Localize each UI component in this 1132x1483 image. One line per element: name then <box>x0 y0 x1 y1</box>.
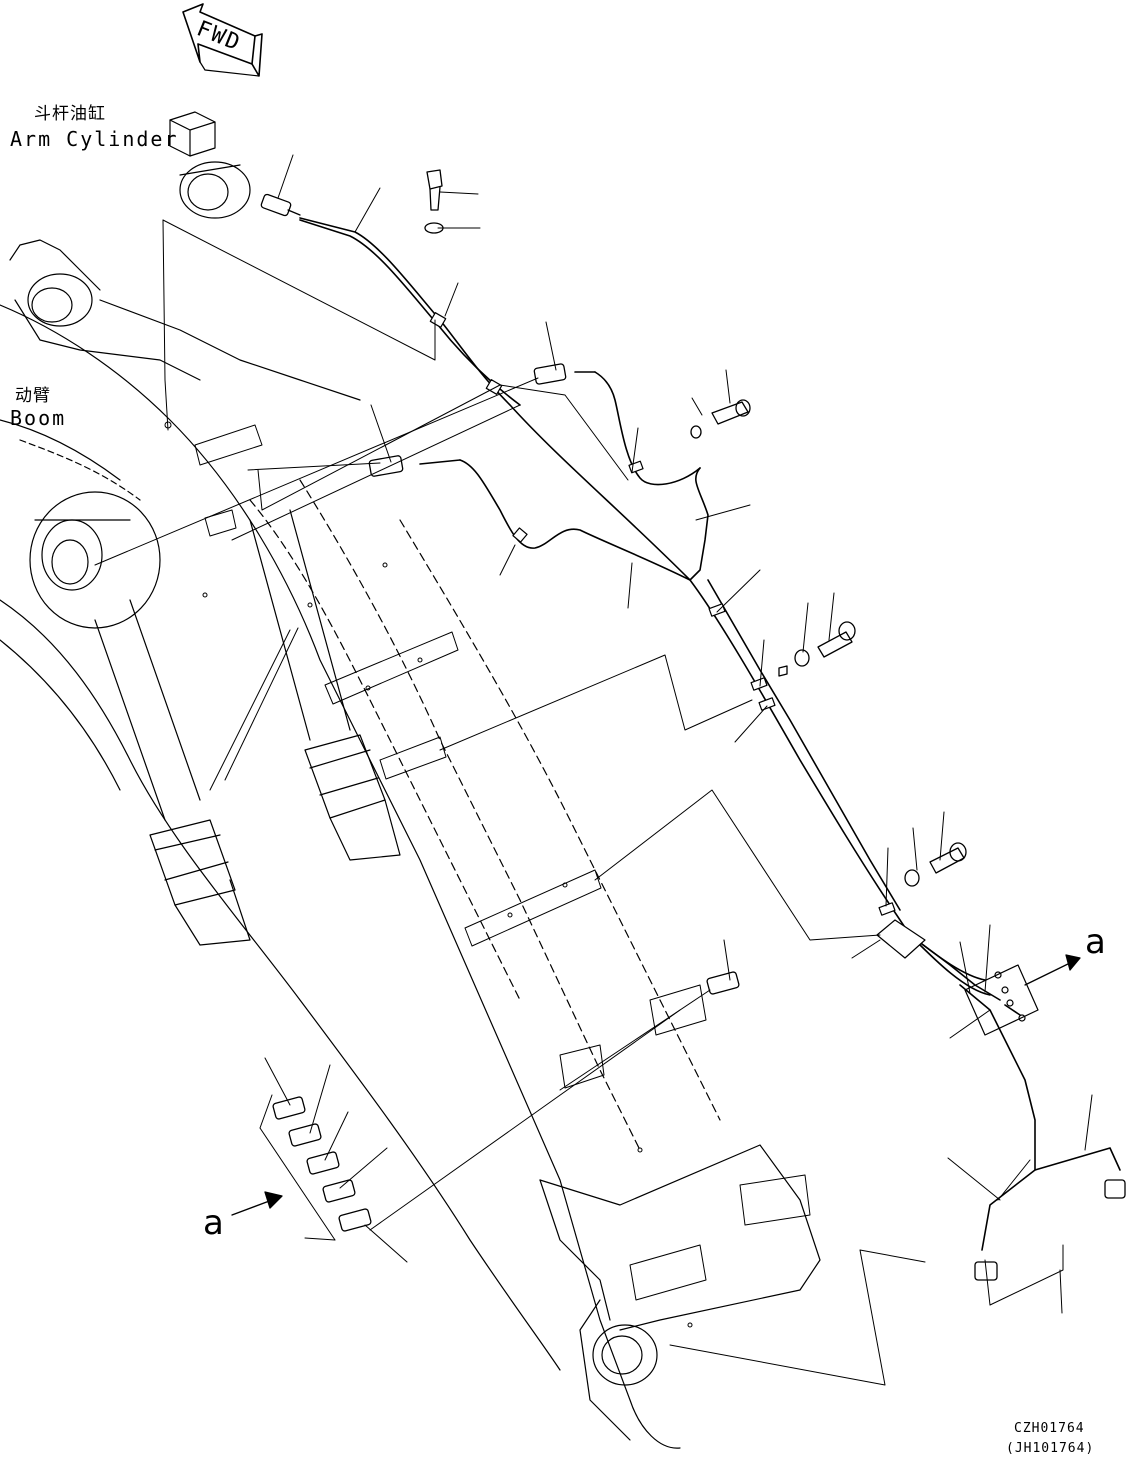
bolt-lower-right <box>905 843 966 886</box>
relation-lines <box>95 220 1063 1385</box>
sensor-group-left <box>272 1096 371 1231</box>
sensor-arm-side <box>706 971 739 994</box>
bolt-upper-right <box>691 400 750 438</box>
junction-block <box>965 965 1038 1035</box>
arm-cylinder-body <box>250 510 400 860</box>
bolts-washers <box>425 170 966 886</box>
arm-cylinder-pin <box>170 112 250 218</box>
boom-body <box>0 240 820 1448</box>
sensor-bottom-right <box>975 1180 1125 1280</box>
bolt-middle-right <box>779 622 855 676</box>
drawing-alt-code: (JH101764) <box>1006 1441 1095 1456</box>
leader-lines <box>265 155 1092 1313</box>
arm-cylinder-label-cn: 斗杆油缸 <box>34 104 106 124</box>
sensor-mid-lower <box>369 455 403 476</box>
wire-harness <box>300 218 1120 1250</box>
callout-a-left: a <box>203 1203 224 1243</box>
fwd-arrow-icon <box>183 4 262 76</box>
bolt-top <box>425 170 443 233</box>
boom-label-cn: 动臂 <box>15 386 51 406</box>
clamp-brackets <box>165 422 810 1327</box>
callout-a-right: a <box>1085 922 1106 962</box>
arm-end-pin <box>580 1300 657 1440</box>
boom-cylinder <box>95 600 250 945</box>
sensor-mid-upper <box>534 364 566 385</box>
sensor-arm-top <box>260 194 300 217</box>
pressure-sensors <box>260 194 1125 1280</box>
boom-foot-pin <box>28 274 160 628</box>
drawing-code: CZH01764 <box>1014 1421 1085 1436</box>
callout-arrows <box>232 955 1080 1215</box>
harness-clips <box>430 313 925 958</box>
boom-label-en: Boom <box>10 406 67 430</box>
arm-cylinder-label-en: Arm Cylinder <box>10 127 179 151</box>
